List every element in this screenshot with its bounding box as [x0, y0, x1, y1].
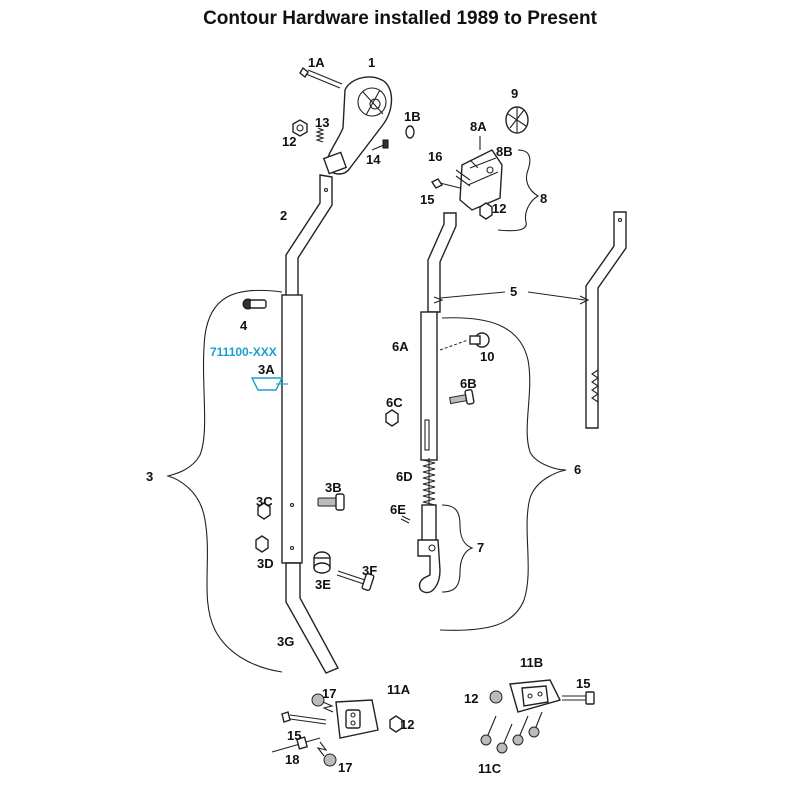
label-13: 13 — [315, 115, 329, 130]
part-15-bolt-left — [281, 711, 327, 725]
part-4-knob — [242, 298, 267, 310]
part-3b-bolt — [317, 493, 345, 511]
callout-labels: 1 1A 1B 13 12 14 2 4 711100-XXX 3A 3 3B … — [146, 55, 590, 776]
part-18-rivet — [271, 736, 321, 753]
label-16: 16 — [428, 149, 442, 164]
part-3c-nut — [255, 502, 271, 553]
part-1a-bolt — [299, 66, 343, 89]
part-15-bolt-top — [430, 178, 461, 189]
part-14-pin — [371, 139, 389, 151]
label-6b: 6B — [460, 376, 477, 391]
part-6b-bolt — [449, 389, 475, 405]
label-3g: 3G — [277, 634, 294, 649]
label-6d: 6D — [396, 469, 413, 484]
label-6c: 6C — [386, 395, 403, 410]
label-6: 6 — [574, 462, 581, 477]
label-1b: 1B — [404, 109, 421, 124]
part-13-spring — [315, 127, 325, 143]
label-1: 1 — [368, 55, 375, 70]
label-9: 9 — [511, 86, 518, 101]
part-12-nut-bracket — [479, 202, 493, 220]
part-7-hook — [417, 539, 441, 594]
label-3d: 3D — [257, 556, 274, 571]
label-3a: 3A — [258, 362, 275, 377]
label-10: 10 — [480, 349, 494, 364]
label-17-top: 17 — [322, 686, 336, 701]
label-18: 18 — [285, 752, 299, 767]
label-3f: 3F — [362, 563, 377, 578]
brace-7 — [441, 504, 474, 593]
part-11c-screws — [480, 711, 543, 754]
part-5-upper-leg — [427, 212, 457, 313]
label-12-right: 12 — [464, 691, 478, 706]
part-6d-spring — [422, 458, 436, 508]
brace-3 — [165, 289, 283, 673]
label-4: 4 — [240, 318, 248, 333]
part-12-nut-right — [489, 690, 503, 704]
label-8b: 8B — [496, 144, 513, 159]
part-11a-bracket — [335, 699, 379, 739]
part-16-pins — [455, 169, 471, 187]
label-6e: 6E — [390, 502, 406, 517]
part-3e-spacer — [313, 551, 331, 574]
label-3c: 3C — [256, 494, 273, 509]
label-5: 5 — [510, 284, 517, 299]
label-14: 14 — [366, 152, 381, 167]
leader-lines — [433, 159, 590, 305]
label-2: 2 — [280, 208, 287, 223]
label-11b: 11B — [520, 655, 543, 670]
label-17-bottom: 17 — [338, 760, 352, 775]
label-8a: 8A — [470, 119, 487, 134]
label-15-right: 15 — [576, 676, 590, 691]
label-3b: 3B — [325, 480, 342, 495]
part-3f-bolt — [336, 570, 375, 592]
label-15-left: 15 — [287, 728, 301, 743]
label-12-left: 12 — [400, 717, 414, 732]
label-3e: 3E — [315, 577, 331, 592]
label-12-top: 12 — [282, 134, 296, 149]
part-1b-bushing — [405, 125, 415, 139]
part-6e-pin — [400, 515, 411, 524]
part-1-handle-casting — [322, 76, 393, 175]
part-2-upper-tube — [285, 174, 333, 301]
part-15-bolt-right — [562, 691, 595, 705]
label-11a: 11A — [387, 682, 411, 697]
label-7: 7 — [477, 540, 484, 555]
part-11b-bracket — [509, 679, 562, 713]
label-8: 8 — [540, 191, 547, 206]
part-9-knob-wheel — [505, 106, 529, 134]
part-17-screw-top — [311, 693, 334, 713]
label-15-top: 15 — [420, 192, 434, 207]
brace-8 — [497, 149, 540, 232]
part-6a-tube — [420, 311, 438, 461]
part-12-nut-left — [389, 715, 403, 733]
label-12-bracket: 12 — [492, 201, 506, 216]
brace-6 — [439, 317, 567, 631]
label-1a: 1A — [308, 55, 325, 70]
diagram-title: Contour Hardware installed 1989 to Prese… — [203, 8, 597, 29]
part-3a-clip — [250, 377, 288, 391]
label-11c: 11C — [478, 761, 502, 776]
part-10-knob — [439, 332, 490, 351]
part-3-leg-tube — [281, 294, 303, 564]
part-6c-nut — [385, 409, 399, 427]
part-number: 711100-XXX — [210, 345, 277, 359]
part-6-lower-tube — [421, 504, 437, 546]
part-3g-lower-tube — [285, 562, 339, 674]
part-17-screw-bottom — [316, 741, 337, 767]
label-6a: 6A — [392, 339, 409, 354]
part-12-nut-top — [292, 119, 308, 137]
label-3: 3 — [146, 469, 153, 484]
part-8b-bracket — [459, 149, 503, 211]
part-5-toothed-rod — [585, 211, 627, 429]
